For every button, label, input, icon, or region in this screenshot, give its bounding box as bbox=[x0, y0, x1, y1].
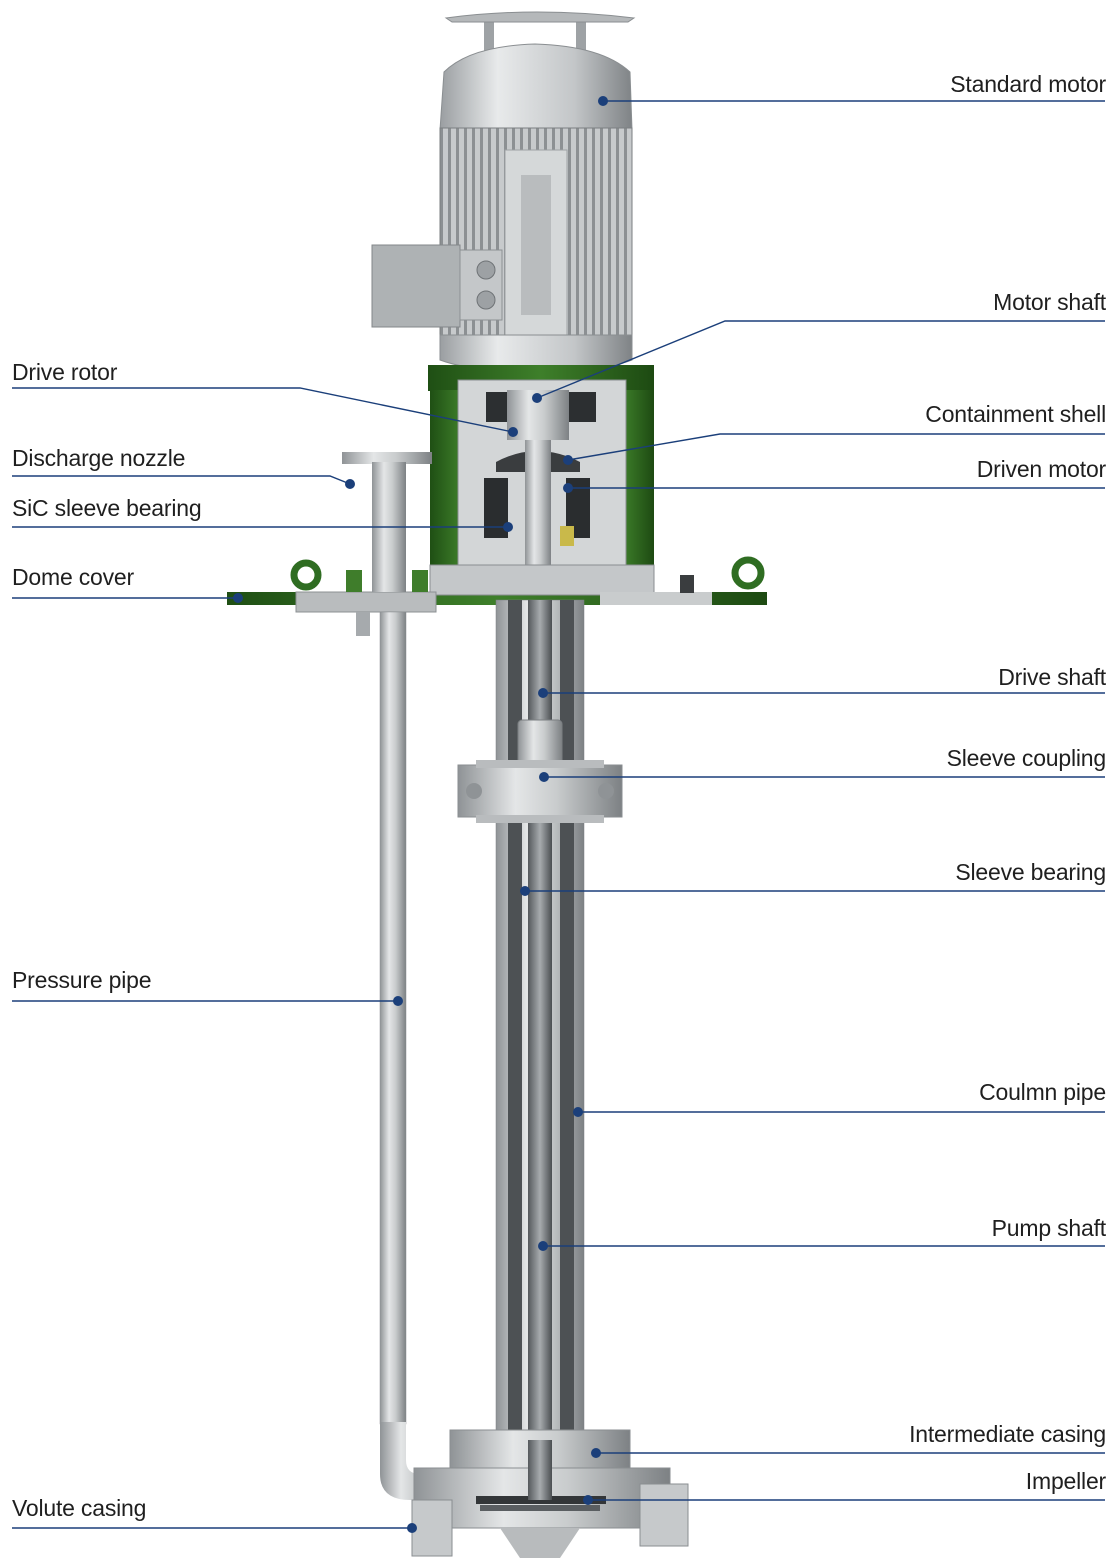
leader-dot-sleeve-bearing bbox=[520, 886, 530, 896]
leader-dot-pump-shaft bbox=[538, 1241, 548, 1251]
leader-dot-dome-cover bbox=[233, 593, 243, 603]
label-impeller: Impeller bbox=[1025, 1468, 1106, 1494]
label-intermediate-casing: Intermediate casing bbox=[909, 1421, 1106, 1447]
leader-dot-driven-motor bbox=[563, 483, 573, 493]
leader-drive-rotor bbox=[12, 387, 514, 433]
label-discharge-nozzle: Discharge nozzle bbox=[12, 445, 186, 471]
label-drive-shaft: Drive shaft bbox=[998, 664, 1106, 690]
lantern-housing bbox=[428, 365, 654, 572]
standard-motor-body bbox=[371, 43, 633, 373]
leader-dot-drive-rotor bbox=[508, 427, 518, 437]
label-motor-shaft: Motor shaft bbox=[993, 289, 1106, 315]
dome-cover-plate bbox=[227, 556, 767, 613]
leader-containment-shell bbox=[567, 433, 1105, 461]
leader-dot-pressure-pipe bbox=[393, 996, 403, 1006]
leader-lines bbox=[12, 96, 1105, 1533]
leader-dot-standard-motor bbox=[598, 96, 608, 106]
leader-dot-containment-shell bbox=[563, 455, 573, 465]
label-pump-shaft: Pump shaft bbox=[991, 1215, 1107, 1241]
label-containment-shell: Containment shell bbox=[925, 401, 1106, 427]
rain-hood bbox=[444, 11, 636, 52]
label-driven-motor: Driven motor bbox=[976, 456, 1106, 482]
label-sleeve-coupling: Sleeve coupling bbox=[946, 745, 1107, 771]
label-standard-motor: Standard motor bbox=[950, 71, 1106, 97]
leader-dot-discharge-nozzle bbox=[345, 479, 355, 489]
column-assembly bbox=[457, 599, 623, 1441]
label-sic-sleeve-bearing: SiC sleeve bearing bbox=[12, 495, 202, 521]
label-dome-cover: Dome cover bbox=[12, 564, 134, 590]
leader-discharge-nozzle bbox=[12, 475, 351, 485]
label-coulmn-pipe: Coulmn pipe bbox=[979, 1079, 1106, 1105]
label-sleeve-bearing: Sleeve bearing bbox=[955, 859, 1106, 885]
label-pressure-pipe: Pressure pipe bbox=[12, 967, 152, 993]
leader-dot-sic-sleeve-bearing bbox=[503, 522, 513, 532]
leader-dot-volute-casing bbox=[407, 1523, 417, 1533]
leader-dot-motor-shaft bbox=[532, 393, 542, 403]
leader-dot-intermediate-casing bbox=[591, 1448, 601, 1458]
leader-dot-coulmn-pipe bbox=[573, 1107, 583, 1117]
leader-dot-sleeve-coupling bbox=[539, 772, 549, 782]
label-volute-casing: Volute casing bbox=[12, 1495, 147, 1521]
leader-motor-shaft bbox=[536, 320, 1105, 399]
leader-dot-drive-shaft bbox=[538, 688, 548, 698]
leader-dot-impeller bbox=[583, 1495, 593, 1505]
label-drive-rotor: Drive rotor bbox=[12, 359, 118, 385]
casing-assembly bbox=[411, 1429, 689, 1558]
